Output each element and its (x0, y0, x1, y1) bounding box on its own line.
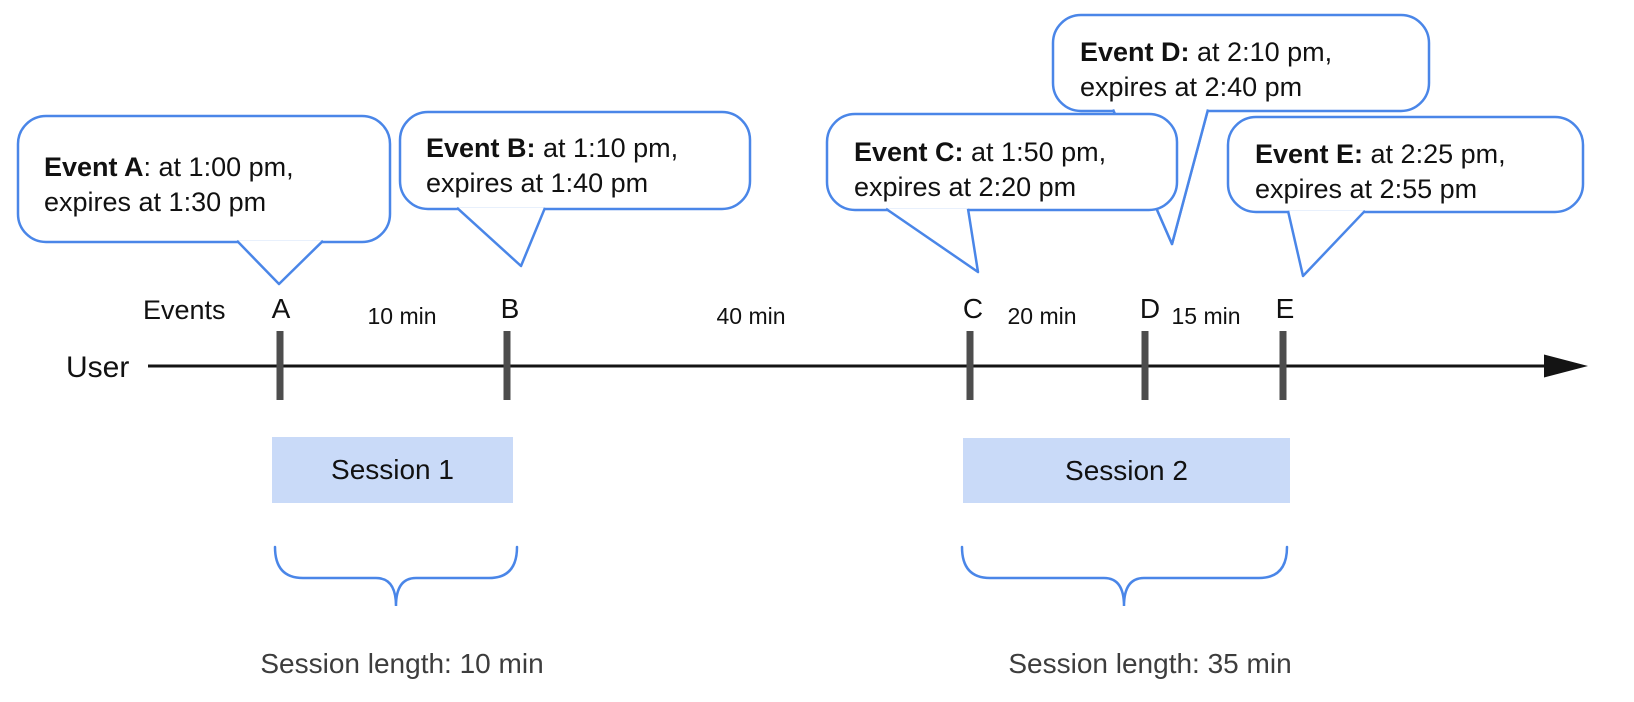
tick-event-b (503, 331, 511, 400)
event-e-bubble-line1: Event E: at 2:25 pm, (1255, 137, 1506, 172)
event-e-bubble-time: at 2:25 pm, (1363, 139, 1506, 169)
event-c-bubble: Event C: at 1:50 pm, expires at 2:20 pm (854, 135, 1106, 205)
event-letter-b: B (500, 293, 520, 324)
event-c-bubble-tail (885, 207, 980, 274)
tick-event-e (1279, 331, 1287, 400)
interval-label-d-e: 15 min (1171, 303, 1241, 329)
event-e-bubble-shape (1226, 115, 1585, 278)
event-e-bubble-tail (1286, 209, 1366, 278)
user-axis-label: User (66, 351, 130, 384)
event-d-bubble-line1: Event D: at 2:10 pm, (1080, 35, 1332, 70)
event-a-bubble-shape (16, 114, 392, 286)
event-a-bubble-time: : at 1:00 pm, (143, 152, 294, 182)
event-d-bubble-rect (1051, 13, 1431, 113)
event-c-bubble-shape (825, 112, 1179, 274)
event-letter-c: C (962, 293, 984, 324)
event-a-bubble-rect (16, 114, 392, 244)
interval-label-c-d: 20 min (1007, 303, 1077, 329)
interval-label-b-c: 40 min (716, 303, 786, 329)
event-c-bubble-title: Event C: (854, 137, 964, 167)
tick-event-d (1141, 331, 1149, 400)
event-d-bubble-line2: expires at 2:40 pm (1080, 72, 1303, 102)
events-axis-label: Events (143, 295, 226, 325)
event-b-bubble-tail (456, 206, 547, 268)
timeline-arrowhead-icon (1544, 354, 1588, 378)
event-d-bubble-title: Event D: (1080, 37, 1190, 67)
event-b-bubble: Event B: at 1:10 pm, expires at 1:40 pm (426, 131, 678, 201)
event-d-bubble: Event D: at 2:10 pm, expires at 2:40 pm (1080, 35, 1332, 105)
event-letter-d: D (1139, 293, 1161, 324)
event-a-bubble-line1: Event A: at 1:00 pm, (44, 150, 294, 185)
event-c-bubble-line2: expires at 2:20 pm (854, 172, 1077, 202)
event-c-bubble-time: at 1:50 pm, (963, 137, 1107, 167)
event-a-bubble-title: Event A (44, 152, 144, 182)
session-2-label: Session 2 (1065, 454, 1188, 486)
event-letter-a: A (271, 293, 291, 324)
event-e-bubble-line2: expires at 2:55 pm (1255, 174, 1478, 204)
event-a-bubble-line2: expires at 1:30 pm (44, 187, 267, 217)
event-a-bubble: Event A: at 1:00 pm, expires at 1:30 pm (44, 150, 294, 220)
tick-event-a (276, 331, 284, 400)
session-2-length-label: Session length: 35 min (1008, 648, 1292, 679)
session-1-label: Session 1 (331, 454, 454, 485)
event-e-bubble: Event E: at 2:25 pm, expires at 2:55 pm (1255, 137, 1506, 207)
event-b-bubble-line2: expires at 1:40 pm (426, 168, 649, 198)
session-2-brace (960, 545, 1289, 607)
session-1-brace (273, 545, 519, 607)
event-b-bubble-time: at 1:10 pm, (535, 133, 679, 163)
event-c-bubble-line1: Event C: at 1:50 pm, (854, 135, 1106, 170)
event-d-bubble-time: at 2:10 pm, (1189, 37, 1333, 67)
event-c-bubble-rect (825, 112, 1179, 212)
event-letter-e: E (1275, 293, 1295, 324)
event-b-bubble-rect (398, 110, 752, 211)
event-e-bubble-rect (1226, 115, 1585, 214)
interval-label-a-b: 10 min (367, 303, 437, 329)
tick-event-c (966, 331, 974, 400)
event-b-bubble-line1: Event B: at 1:10 pm, (426, 131, 678, 166)
event-e-bubble-title: Event E: (1255, 139, 1364, 169)
event-b-bubble-shape (398, 110, 752, 268)
event-a-bubble-tail (236, 239, 324, 286)
session-1-length-label: Session length: 10 min (260, 648, 544, 679)
event-b-bubble-title: Event B: (426, 133, 536, 163)
session-2-box: Session 2 (963, 438, 1290, 503)
session-1-box: Session 1 (272, 437, 513, 503)
